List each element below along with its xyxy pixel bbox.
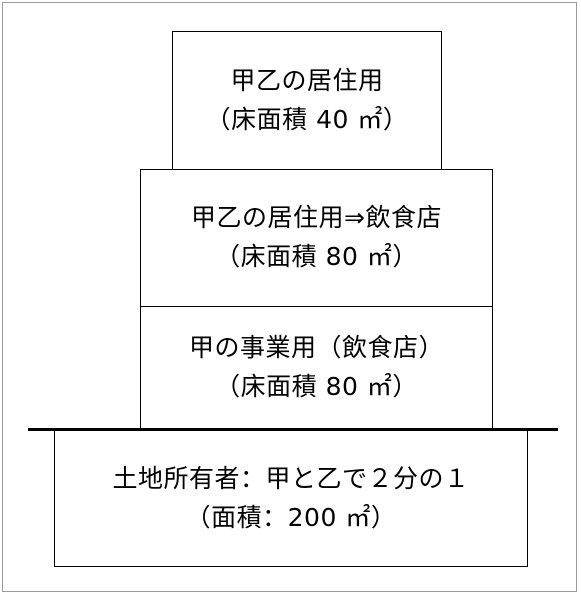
first-floor-box: 甲の事業用（飲食店） （床面積 80 ㎡） [140, 306, 493, 430]
land-box: 土地所有者：甲と乙で２分の１ （面積：200 ㎡） [54, 430, 528, 567]
first-floor-area: （床面積 80 ㎡） [215, 372, 418, 401]
first-floor-use: 甲の事業用（飲食店） [188, 333, 444, 363]
land-area: （面積：200 ㎡） [185, 502, 397, 532]
second-floor-area: （床面積 80 ㎡） [215, 242, 418, 271]
top-floor-area: （床面積 40 ㎡） [205, 104, 409, 134]
second-floor-use: 甲乙の居住用⇒飲食店 [191, 203, 442, 233]
diagram-frame [2, 2, 577, 592]
top-floor-box: 甲乙の居住用 （床面積 40 ㎡） [172, 31, 442, 170]
top-floor-use: 甲乙の居住用 [230, 65, 384, 95]
land-owner: 土地所有者：甲と乙で２分の１ [112, 463, 470, 493]
ground-line [28, 428, 558, 431]
second-floor-box: 甲乙の居住用⇒飲食店 （床面積 80 ㎡） [140, 169, 493, 307]
